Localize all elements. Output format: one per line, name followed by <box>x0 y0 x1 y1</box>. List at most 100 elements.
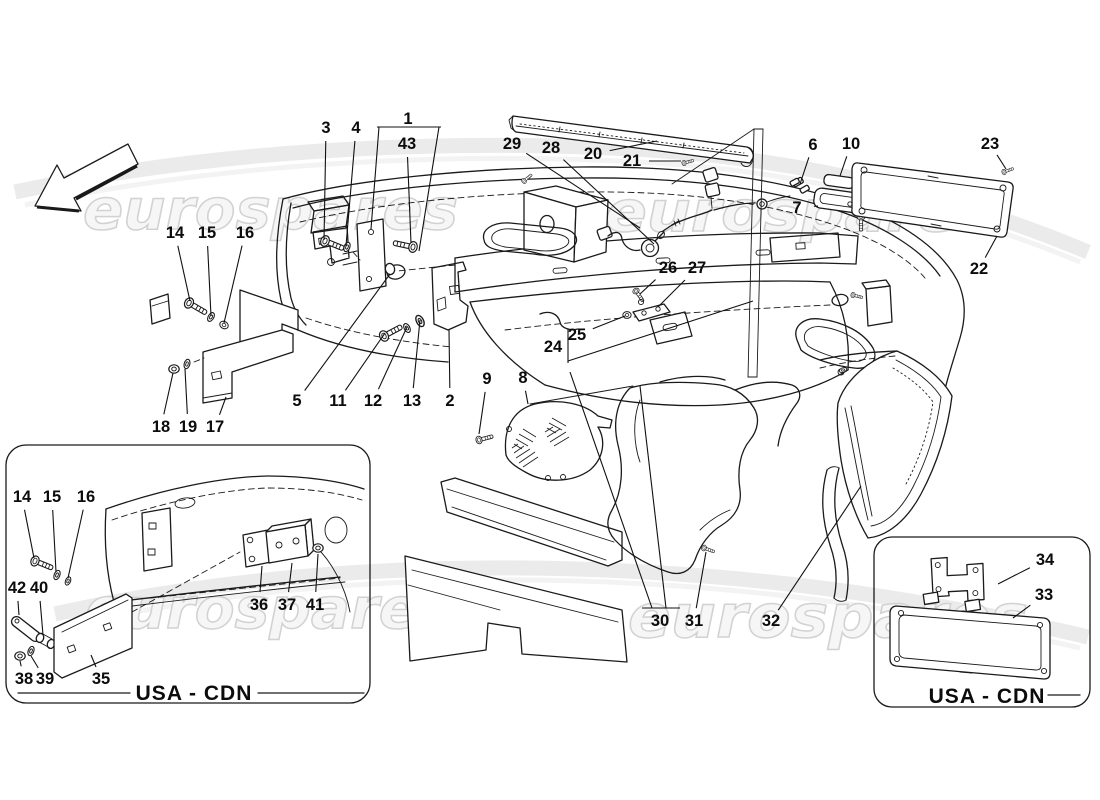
callout-5: 5 <box>292 392 301 410</box>
callout-26: 26 <box>659 259 677 277</box>
callout-4: 4 <box>351 119 361 137</box>
callout-32: 32 <box>762 612 780 630</box>
leader-line <box>323 140 327 241</box>
leader-line <box>370 126 380 230</box>
leader-line <box>799 157 810 185</box>
leader-line <box>345 140 356 247</box>
leader-line <box>592 315 626 330</box>
leader-line <box>223 245 243 324</box>
callout-20: 20 <box>584 145 602 163</box>
leader-line <box>418 126 440 252</box>
left-support-bracket-17 <box>168 289 299 404</box>
callout-8: 8 <box>518 369 527 387</box>
leader-line <box>163 372 174 415</box>
leader-line <box>839 156 848 177</box>
leader-line <box>259 565 263 593</box>
leader-line <box>996 154 1007 170</box>
trunk-liner-panels-30 <box>404 477 628 663</box>
callout-7: 7 <box>792 199 801 217</box>
leader-line <box>23 509 35 559</box>
right-support <box>831 279 893 327</box>
callout-6: 6 <box>808 136 817 154</box>
leader-line <box>997 567 1031 585</box>
leader-line <box>90 654 97 668</box>
leader-line <box>406 156 412 244</box>
callout-25: 25 <box>568 326 586 344</box>
section-plane <box>671 128 764 378</box>
leader-line <box>218 396 227 415</box>
reinforcement-beam <box>397 231 859 293</box>
leader-line <box>524 390 529 405</box>
leader-line <box>657 279 686 308</box>
callout-24: 24 <box>544 338 563 356</box>
callout-11: 11 <box>329 392 346 410</box>
watermark-text-top-left: eurospares <box>83 178 458 243</box>
leader-line <box>563 159 655 245</box>
callout-16: 16 <box>77 488 95 506</box>
callout-27: 27 <box>688 259 706 277</box>
callout-14: 14 <box>166 224 185 242</box>
callout-16: 16 <box>236 224 254 242</box>
leader-line <box>639 385 667 609</box>
leader-line <box>39 600 44 636</box>
callout-3: 3 <box>321 119 330 137</box>
callout-34: 34 <box>1036 551 1055 569</box>
leader-line <box>984 235 998 258</box>
leader-line <box>777 485 862 611</box>
side-strip-32 <box>822 466 849 602</box>
leader-line <box>1012 604 1031 619</box>
callout-41: 41 <box>306 596 324 614</box>
callout-39: 39 <box>36 670 54 688</box>
callout-18: 18 <box>152 418 170 436</box>
leader-line <box>525 152 641 229</box>
callout-12: 12 <box>364 392 382 410</box>
plate-bracket-34 <box>922 556 985 613</box>
leader-line <box>478 391 486 435</box>
callout-38: 38 <box>15 670 33 688</box>
callout-10: 10 <box>842 135 860 153</box>
leader-line <box>639 279 656 295</box>
mounting-plate-43 <box>342 218 387 292</box>
lower-inner-panel <box>469 280 876 407</box>
bumper-end-cap <box>819 350 953 539</box>
callout-40: 40 <box>30 579 48 597</box>
latch-plate-parts <box>622 286 693 345</box>
callout-33: 33 <box>1035 586 1053 604</box>
leader-line <box>695 551 707 609</box>
leader-line <box>609 140 658 152</box>
watermark-text-bottom-left: eurospares <box>85 577 453 642</box>
inset-right-label: USA - CDN <box>929 685 1046 708</box>
callout-14: 14 <box>13 488 32 506</box>
callout-29: 29 <box>503 135 521 153</box>
cover-grille-8 <box>474 385 634 481</box>
leader-line <box>344 332 386 391</box>
callout-30: 30 <box>651 612 669 630</box>
leader-line <box>304 273 391 391</box>
callout-13: 13 <box>403 392 421 410</box>
callout-15: 15 <box>198 224 216 242</box>
callout-2: 2 <box>445 392 454 410</box>
callout-28: 28 <box>542 139 560 157</box>
leader-line <box>19 660 22 667</box>
bracket-2 <box>431 261 469 331</box>
leader-line <box>567 300 754 362</box>
moulding-strip-20 <box>508 115 754 167</box>
callout-42: 42 <box>8 579 26 597</box>
license-plate-frame-22 <box>851 162 1015 238</box>
leader-line <box>184 368 188 415</box>
leader-line <box>569 371 653 609</box>
callout-19: 19 <box>179 418 197 436</box>
leader-line <box>448 329 451 389</box>
callout-21: 21 <box>623 152 641 170</box>
callout-43: 43 <box>398 135 416 153</box>
inset-usa-cdn-left: USA - CDN <box>5 444 371 705</box>
callout-1: 1 <box>403 110 412 128</box>
leader-line <box>177 245 191 302</box>
spacer-40 <box>35 632 56 650</box>
callout-17: 17 <box>206 418 224 436</box>
fasteners-left-group <box>318 233 427 344</box>
callout-22: 22 <box>970 260 988 278</box>
leader-line <box>315 553 319 593</box>
direction-arrow-icon <box>34 143 139 213</box>
